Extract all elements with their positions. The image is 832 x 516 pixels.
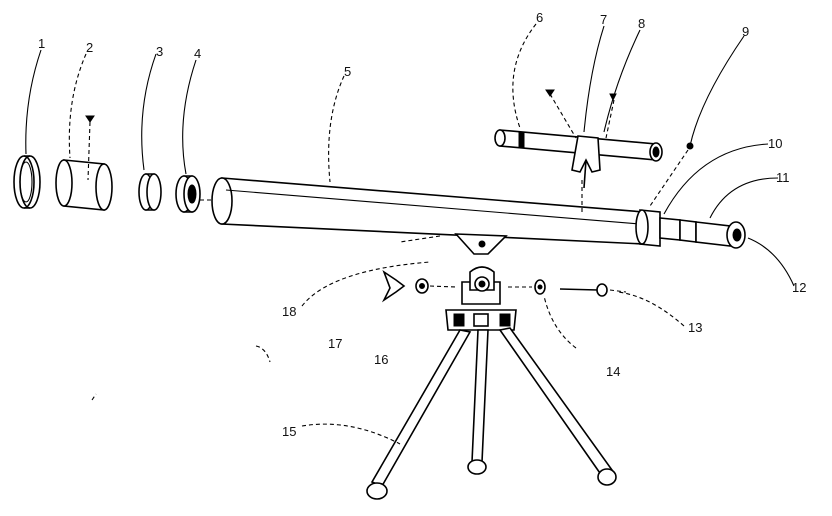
- leader-lines: [25, 23, 795, 445]
- part-1-ring: [13, 155, 41, 209]
- callout-4: 4: [194, 46, 201, 61]
- callout-11: 11: [776, 170, 790, 185]
- callout-12: 12: [792, 280, 806, 295]
- part-5-main-tube: [200, 177, 645, 255]
- callout-17: 17: [328, 336, 342, 351]
- callout-5: 5: [344, 64, 351, 79]
- parts-9-12-focuser-eyepiece: [635, 142, 746, 249]
- tripod-head: [381, 266, 627, 331]
- callout-18: 18: [282, 304, 296, 319]
- callout-15: 15: [282, 424, 296, 439]
- part-3-objective-lens: [138, 173, 162, 211]
- callout-14: 14: [606, 364, 620, 379]
- callout-labels: 1 2 3 4 5 6 7 8 9 10 11 12 13 14 15 16 1…: [38, 10, 806, 439]
- callout-2: 2: [86, 40, 93, 55]
- callout-13: 13: [688, 320, 702, 335]
- callout-3: 3: [156, 44, 163, 59]
- parts-6-8-finder-scope: [494, 89, 663, 189]
- callout-6: 6: [536, 10, 543, 25]
- callout-1: 1: [38, 36, 45, 51]
- callout-7: 7: [600, 12, 607, 27]
- callout-8: 8: [638, 16, 645, 31]
- callout-10: 10: [768, 136, 782, 151]
- part-15-tripod-legs: [366, 327, 617, 500]
- part-4-retaining-ring: [175, 175, 201, 213]
- part-2-dew-shield: [55, 115, 113, 211]
- callout-16: 16: [374, 352, 388, 367]
- callout-9: 9: [742, 24, 749, 39]
